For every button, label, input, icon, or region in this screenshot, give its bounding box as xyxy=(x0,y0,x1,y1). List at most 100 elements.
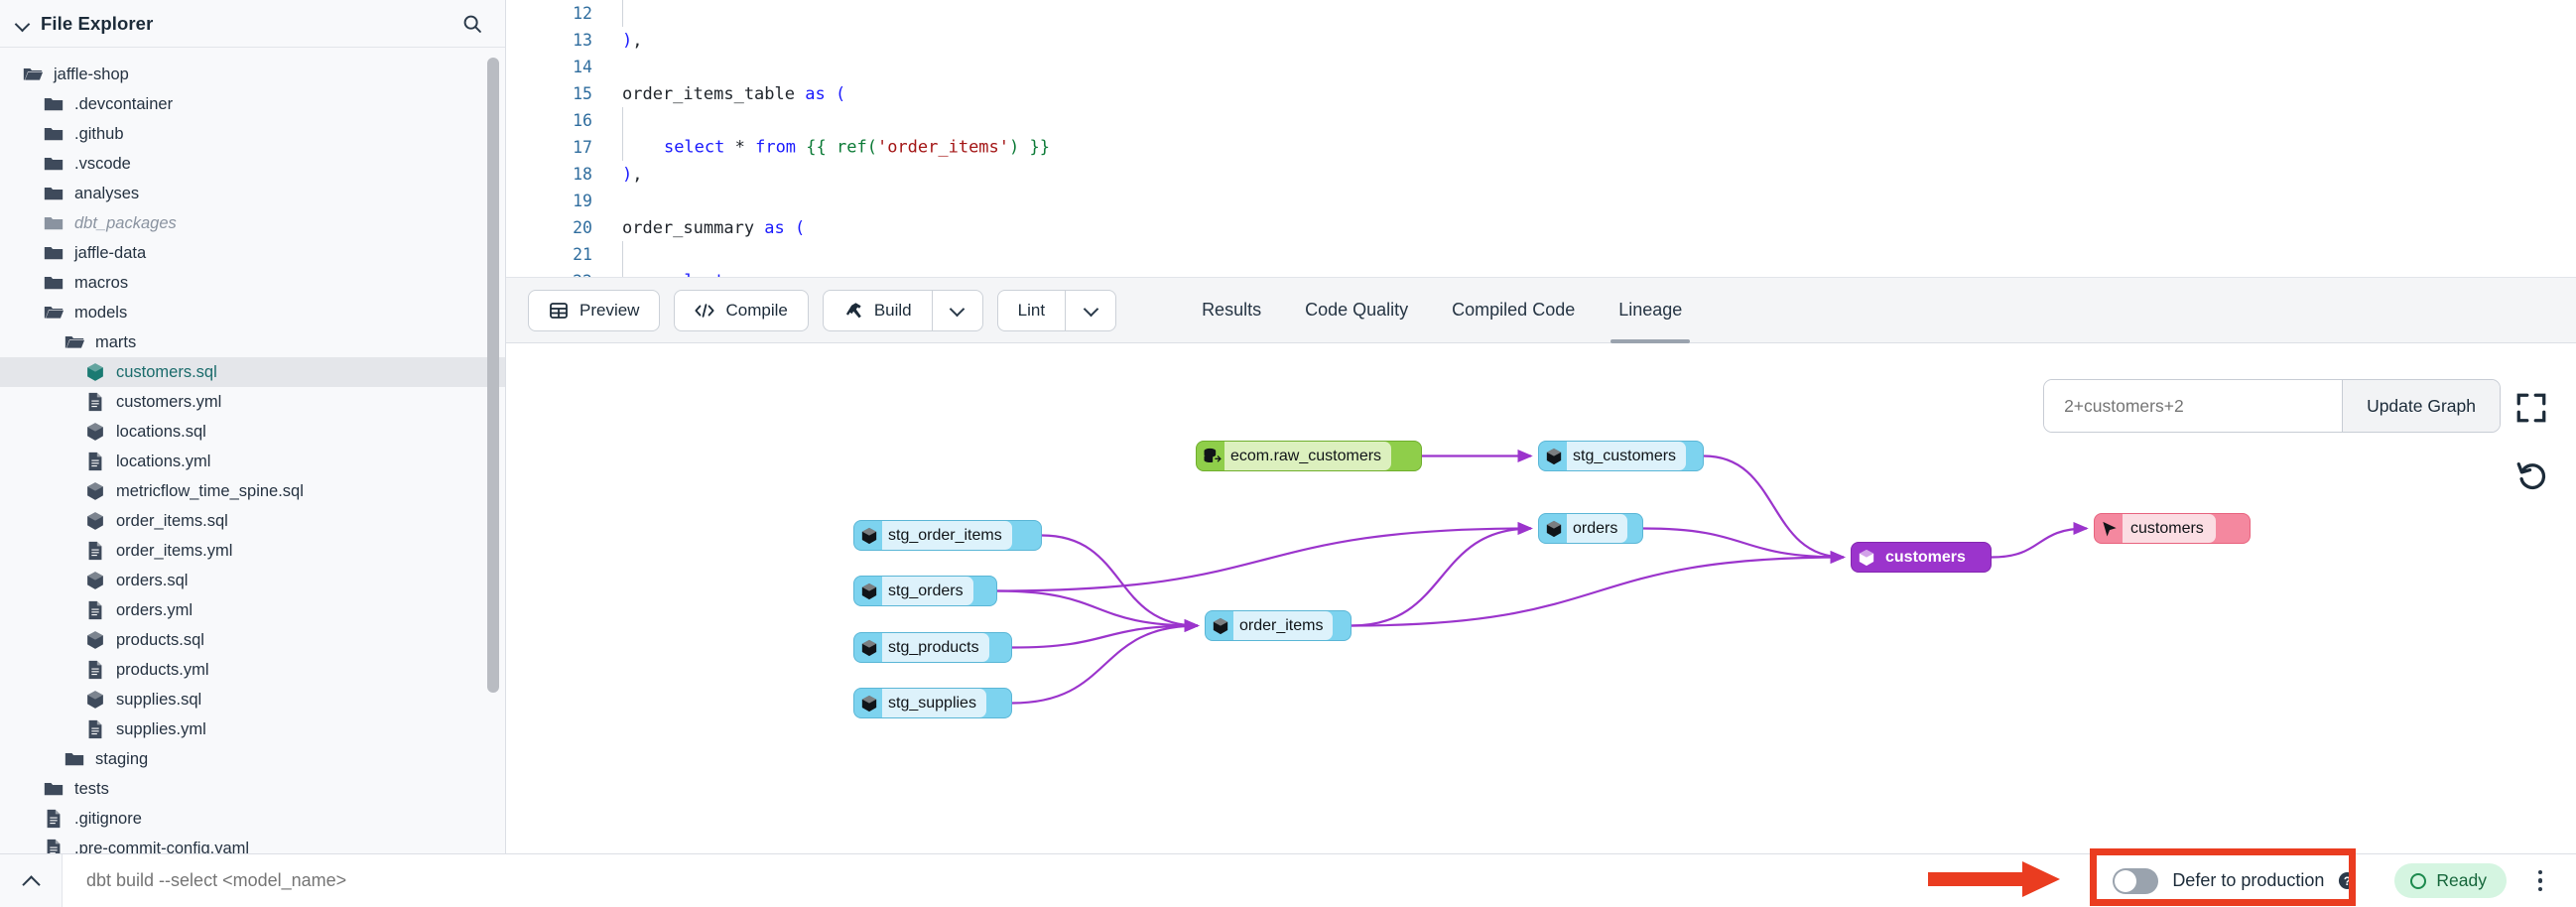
code-line[interactable]: 21 xyxy=(506,241,2576,268)
lineage-node-label: stg_customers xyxy=(1567,442,1687,470)
file-tree-scrollbar[interactable] xyxy=(487,58,499,752)
build-button[interactable]: Build xyxy=(822,289,932,331)
update-graph-button[interactable]: Update Graph xyxy=(2342,380,2500,432)
command-input[interactable] xyxy=(63,870,2092,891)
file-tree-item[interactable]: products.sql xyxy=(0,625,505,655)
code-token: , xyxy=(632,30,643,51)
indent-guide xyxy=(622,134,623,161)
file-tree-item[interactable]: analyses xyxy=(0,179,505,208)
lineage-node[interactable]: order_items xyxy=(1205,610,1352,641)
indent-guide xyxy=(622,107,623,134)
file-tree-item[interactable]: orders.sql xyxy=(0,566,505,595)
code-line[interactable]: 18), xyxy=(506,161,2576,188)
tab-compiled-code[interactable]: Compiled Code xyxy=(1430,278,1597,343)
lint-button[interactable]: Lint xyxy=(996,289,1066,331)
lint-dropdown-toggle[interactable] xyxy=(1065,289,1117,331)
lineage-selector-input[interactable] xyxy=(2044,380,2343,432)
file-tree-item[interactable]: order_items.sql xyxy=(0,506,505,536)
lineage-node[interactable]: customers xyxy=(2094,513,2251,544)
file-explorer-header-left[interactable]: File Explorer xyxy=(14,13,153,35)
folder-icon xyxy=(64,331,85,353)
workspace: File Explorer jaffle-shop.devcontainer.g… xyxy=(0,0,2576,853)
file-tree-item[interactable]: macros xyxy=(0,268,505,298)
code-line[interactable]: 22 select xyxy=(506,268,2576,277)
lineage-node[interactable]: orders xyxy=(1538,513,1643,544)
lineage-node[interactable]: stg_supplies xyxy=(853,688,1012,718)
file-tree-item-label: order_items.yml xyxy=(116,541,233,560)
compile-button[interactable]: Compile xyxy=(674,289,809,331)
file-tree-item[interactable]: jaffle-data xyxy=(0,238,505,268)
file-tree-item[interactable]: metricflow_time_spine.sql xyxy=(0,476,505,506)
defer-to-production-control[interactable]: Defer to production ? xyxy=(2091,854,2379,907)
folder-icon xyxy=(43,123,64,145)
command-input-wrapper[interactable] xyxy=(62,853,2092,907)
file-tree-item[interactable]: locations.sql xyxy=(0,417,505,447)
file-icon xyxy=(43,808,64,830)
file-tree-item[interactable]: .devcontainer xyxy=(0,89,505,119)
model-cube-icon xyxy=(84,421,106,443)
file-tree-item[interactable]: .github xyxy=(0,119,505,149)
code-line[interactable]: 14 xyxy=(506,54,2576,80)
code-line[interactable]: 12 xyxy=(506,0,2576,27)
folder-icon xyxy=(64,748,85,770)
lineage-node-label: stg_order_items xyxy=(882,521,1012,550)
lineage-node[interactable]: stg_products xyxy=(853,632,1012,663)
preview-button[interactable]: Preview xyxy=(528,289,661,331)
file-tree-item-label: orders.yml xyxy=(116,600,193,619)
collapse-panel-button[interactable] xyxy=(0,854,62,907)
search-icon[interactable] xyxy=(461,13,483,35)
kebab-menu-icon[interactable] xyxy=(2518,859,2562,903)
file-tree-item[interactable]: staging xyxy=(0,744,505,774)
file-tree-item[interactable]: orders.yml xyxy=(0,595,505,625)
file-tree-item[interactable]: .pre-commit-config.yaml xyxy=(0,834,505,853)
model-cube-icon xyxy=(84,361,106,383)
file-tree-item[interactable]: locations.yml xyxy=(0,447,505,476)
tab-lineage[interactable]: Lineage xyxy=(1597,278,1704,343)
file-tree-item[interactable]: .gitignore xyxy=(0,804,505,834)
code-line-text: order_summary as ( xyxy=(610,218,805,238)
lineage-node[interactable]: stg_orders xyxy=(853,576,997,606)
question-circle-icon[interactable]: ? xyxy=(2338,871,2357,890)
file-tree-item[interactable]: jaffle-shop xyxy=(0,60,505,89)
line-number: 13 xyxy=(573,31,592,50)
code-line[interactable]: 19 xyxy=(506,188,2576,214)
file-tree-item[interactable]: supplies.sql xyxy=(0,685,505,714)
line-number: 21 xyxy=(573,245,592,264)
tab-code-quality[interactable]: Code Quality xyxy=(1283,278,1430,343)
file-tree-item[interactable]: models xyxy=(0,298,505,327)
reset-arrow-icon[interactable] xyxy=(2514,458,2548,492)
file-tree-item[interactable]: order_items.yml xyxy=(0,536,505,566)
lineage-node-label: order_items xyxy=(1233,611,1334,640)
folder-icon xyxy=(43,153,64,175)
expand-icon[interactable] xyxy=(2514,391,2548,425)
file-tree-item[interactable]: supplies.yml xyxy=(0,714,505,744)
lineage-node[interactable]: stg_customers xyxy=(1538,441,1704,471)
chevron-down-icon[interactable] xyxy=(14,15,32,33)
file-tree-item-label: supplies.yml xyxy=(116,719,206,738)
code-line[interactable]: 13), xyxy=(506,27,2576,54)
tab-results[interactable]: Results xyxy=(1180,278,1283,343)
lineage-node[interactable]: stg_order_items xyxy=(853,520,1042,551)
scrollbar-thumb[interactable] xyxy=(487,58,499,693)
code-line[interactable]: 17 select * from {{ ref('order_items') }… xyxy=(506,134,2576,161)
file-tree-item[interactable]: products.yml xyxy=(0,655,505,685)
code-token xyxy=(826,84,836,104)
lineage-node[interactable]: ecom.raw_customers xyxy=(1196,441,1422,471)
file-tree-item[interactable]: customers.sql xyxy=(0,357,505,387)
build-dropdown-toggle[interactable] xyxy=(931,289,983,331)
lineage-graph-panel[interactable]: Update Graph xyxy=(506,343,2576,853)
lineage-node[interactable]: customers xyxy=(1851,542,1992,573)
file-tree-item[interactable]: .vscode xyxy=(0,149,505,179)
defer-to-production-toggle[interactable] xyxy=(2113,867,2159,894)
file-tree-item[interactable]: dbt_packages xyxy=(0,208,505,238)
code-line[interactable]: 16 xyxy=(506,107,2576,134)
file-tree-item[interactable]: customers.yml xyxy=(0,387,505,417)
code-line-text xyxy=(610,0,623,27)
file-tree-item[interactable]: tests xyxy=(0,774,505,804)
file-tree-item[interactable]: marts xyxy=(0,327,505,357)
code-token: order_items_table xyxy=(622,83,806,104)
